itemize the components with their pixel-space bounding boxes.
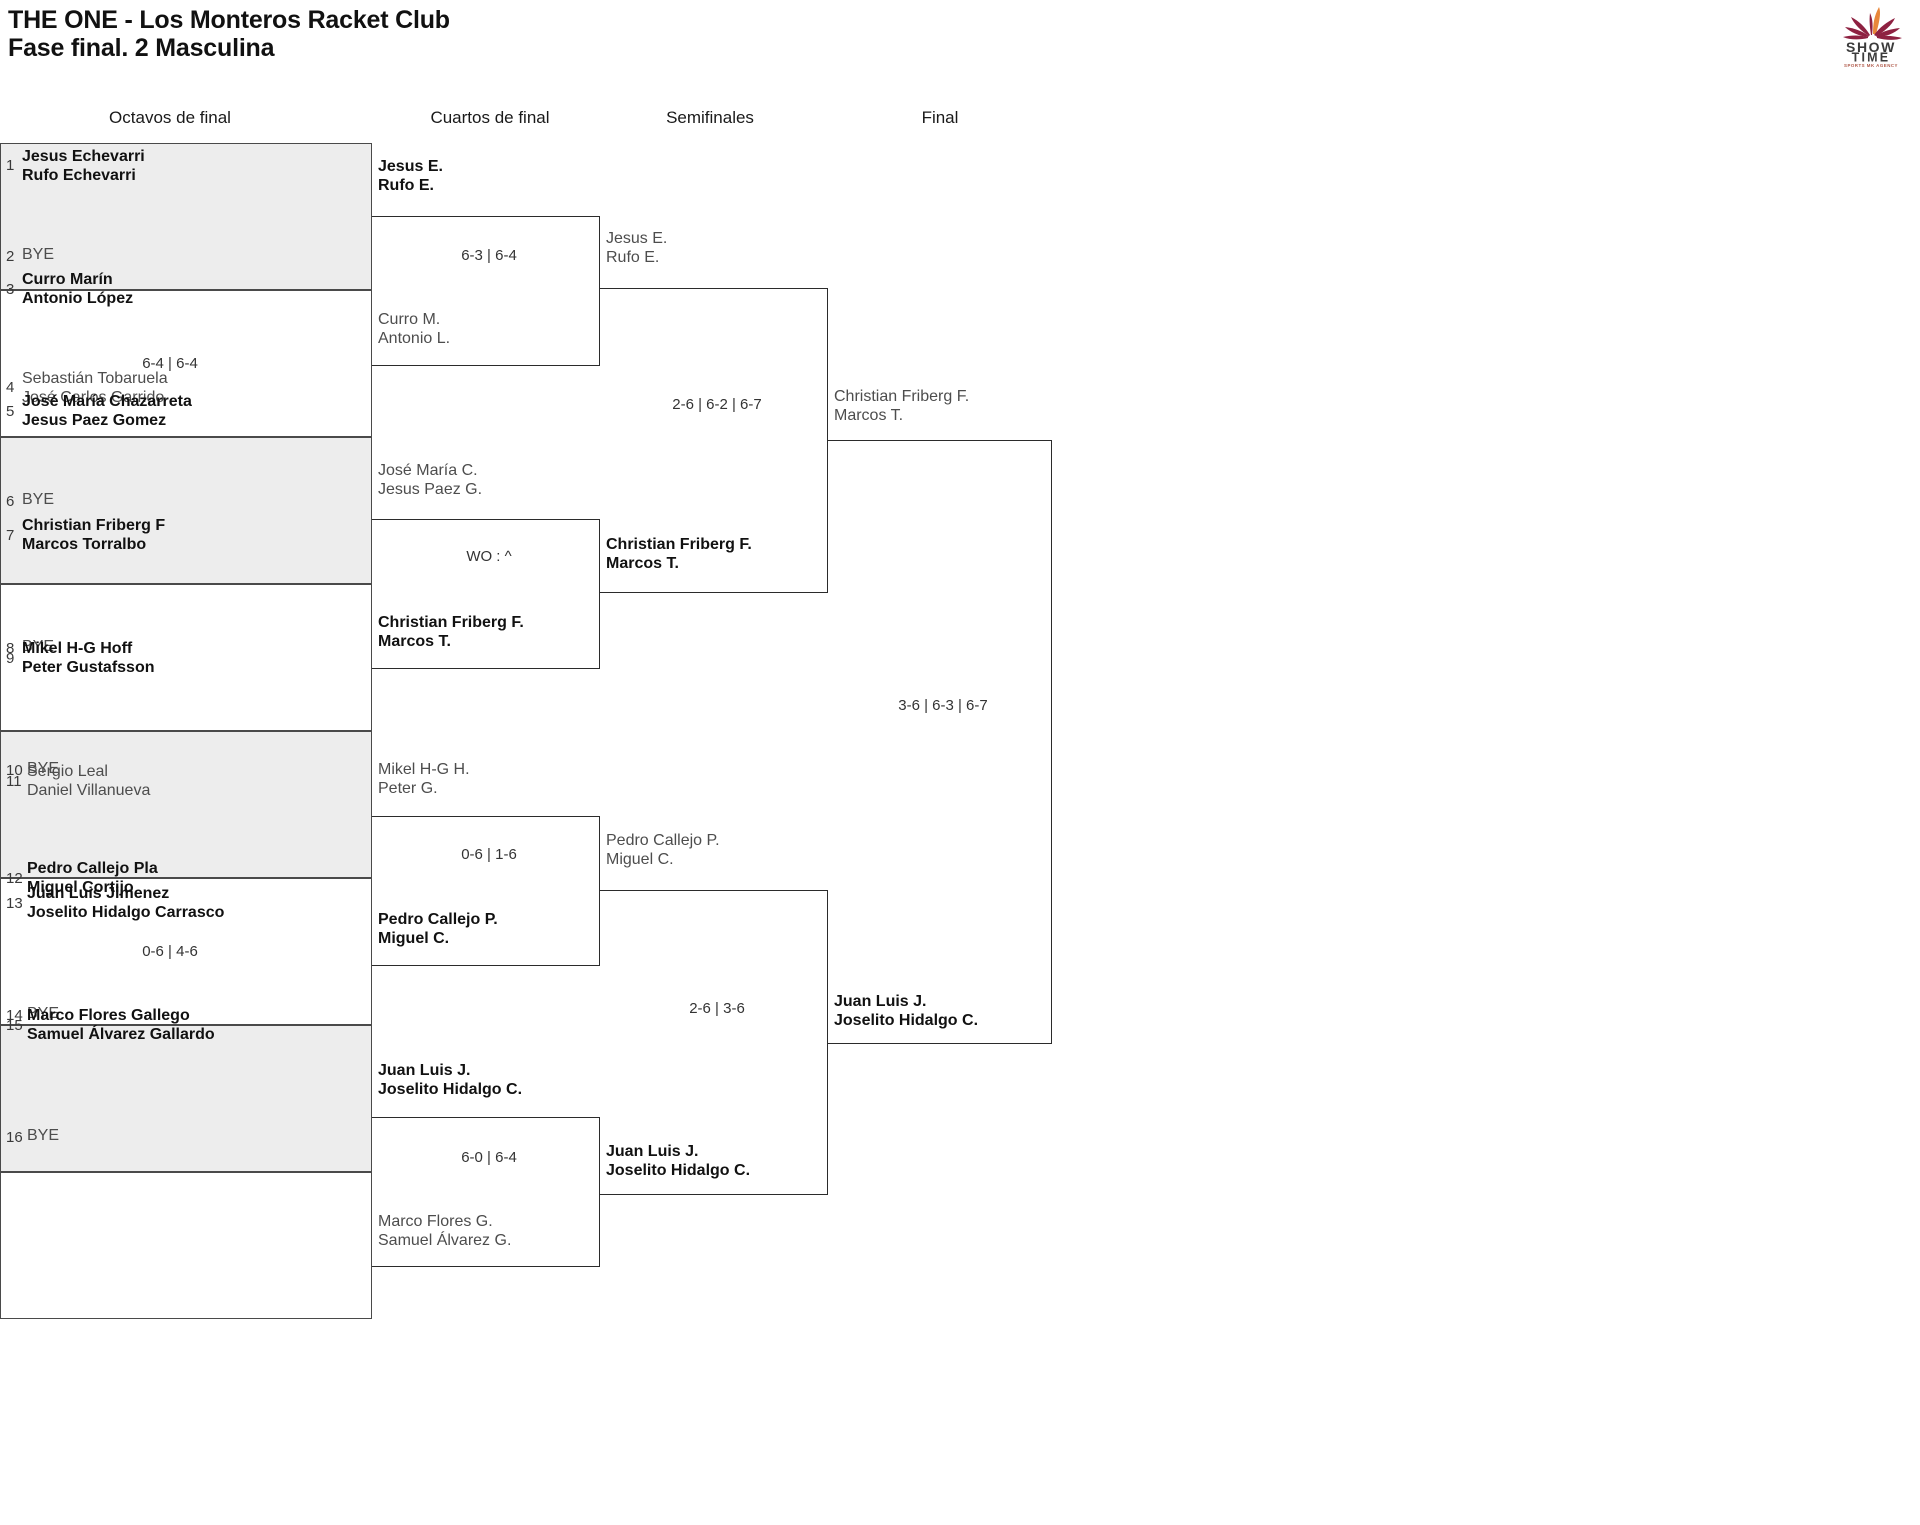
r16-box-2[interactable] [0,290,372,437]
tournament-phase: Fase final. 2 Masculina [8,34,275,62]
r16-team-5: José María Chazarreta Jesus Paez Gomez [22,393,192,429]
r16-bye-16: BYE [27,1127,60,1144]
column-header-octavos: Octavos de final [109,108,231,127]
qf-team-1: Jesus E. Rufo E. [378,158,443,194]
r16-team-3: Curro Marín Antonio López [22,271,134,307]
column-header-final: Final [921,108,959,127]
logo-line1: SHOW [1846,39,1896,55]
column-header-semifinales: Semifinales [666,108,754,127]
qf-connector-3 [372,816,600,966]
r16-score-6: 0-6 | 4-6 [142,943,198,960]
r16-team-9: Mikel H-G Hoff Peter Gustafsson [22,640,155,676]
r16-bye-6: BYE [22,491,55,508]
column-header-cuartos: Cuartos de final [430,108,550,127]
final-connector [828,440,1052,1044]
final-team-1: Christian Friberg F. Marcos T. [834,388,970,424]
r16-box-8[interactable] [0,1172,372,1319]
seed-13: 13 [6,895,23,912]
tournament-name: THE ONE - Los Monteros Racket Club [8,6,450,34]
r16-bye-14: BYE [27,1005,60,1022]
sf-team-1: Jesus E. Rufo E. [606,230,668,266]
seed-1: 1 [6,157,15,174]
qf-connector-2 [372,519,600,669]
r16-team-1: Jesus Echevarri Rufo Echevarri [22,148,145,184]
seed-6: 6 [6,493,15,510]
r16-box-5[interactable] [0,731,372,878]
r16-box-3[interactable] [0,437,372,584]
qf-team-6: Pedro Callejo P. Miguel C. [378,911,498,947]
qf-score-3: 0-6 | 1-6 [461,846,517,863]
logo-tagline: SPORTS MK AGENCY [1844,63,1898,68]
sf-team-3: Pedro Callejo P. Miguel C. [606,832,720,868]
seed-9: 9 [6,650,15,667]
seed-3: 3 [6,281,15,298]
qf-team-2: Curro M. Antonio L. [378,311,451,347]
seed-10: 10 [6,762,23,779]
qf-team-5: Mikel H-G H. Peter G. [378,761,470,797]
qf-score-1: 6-3 | 6-4 [461,247,517,264]
seed-15: 15 [6,1017,23,1034]
r16-box-4[interactable] [0,584,372,731]
seed-5: 5 [6,403,15,420]
r16-team-7: Christian Friberg F Marcos Torralbo [22,517,166,553]
r16-bye-2: BYE [22,246,55,263]
qf-score-4: 6-0 | 6-4 [461,1149,517,1166]
sf-connector-2 [600,890,828,1195]
r16-team-4: Sebastián Tobaruela José Carlos Garrido [22,370,168,406]
r16-box-1[interactable] [0,143,372,290]
sf-team-4: Juan Luis J. Joselito Hidalgo C. [606,1143,751,1179]
page-title: THE ONE - Los Monteros Racket Club Fase … [8,6,450,62]
r16-team-11: Sergio Leal Daniel Villanueva [27,763,151,799]
seed-12: 12 [6,870,23,887]
seed-4: 4 [6,379,15,396]
sf-connector-1 [600,288,828,593]
r16-team-15: Marco Flores Gallego Samuel Álvarez Gall… [27,1007,215,1043]
qf-team-7: Juan Luis J. Joselito Hidalgo C. [378,1062,523,1098]
logo-line2: TIME [1852,51,1891,65]
seed-2: 2 [6,248,15,265]
final-score: 3-6 | 6-3 | 6-7 [898,697,988,714]
sf-score-1: 2-6 | 6-2 | 6-7 [672,396,762,413]
qf-team-8: Marco Flores G. Samuel Álvarez G. [378,1213,512,1249]
sf-score-2: 2-6 | 3-6 [689,1000,745,1017]
qf-team-4: Christian Friberg F. Marcos T. [378,614,524,650]
r16-score-2: 6-4 | 6-4 [142,355,198,372]
seed-8: 8 [6,640,15,657]
firework-icon [1843,7,1902,40]
showtime-logo: SHOW TIME SPORTS MK AGENCY [1832,4,1910,68]
final-team-2: Juan Luis J. Joselito Hidalgo C. [834,993,979,1029]
seed-16: 16 [6,1129,23,1146]
r16-bye-10: BYE [27,760,60,777]
qf-team-3: José María C. Jesus Paez G. [378,462,483,498]
r16-box-6[interactable] [0,878,372,1025]
r16-team-13: Juan Luis Jimenez Joselito Hidalgo Carra… [27,885,225,921]
seed-11: 11 [6,773,22,790]
r16-bye-8: BYE [22,638,55,655]
qf-score-2: WO : ^ [466,548,512,565]
sf-team-2: Christian Friberg F. Marcos T. [606,536,752,572]
r16-box-7[interactable] [0,1025,372,1172]
qf-connector-1 [372,216,600,366]
seed-7: 7 [6,527,15,544]
qf-connector-4 [372,1117,600,1267]
seed-14: 14 [6,1007,23,1024]
r16-team-12: Pedro Callejo Pla Miguel Cortijo [27,860,158,896]
